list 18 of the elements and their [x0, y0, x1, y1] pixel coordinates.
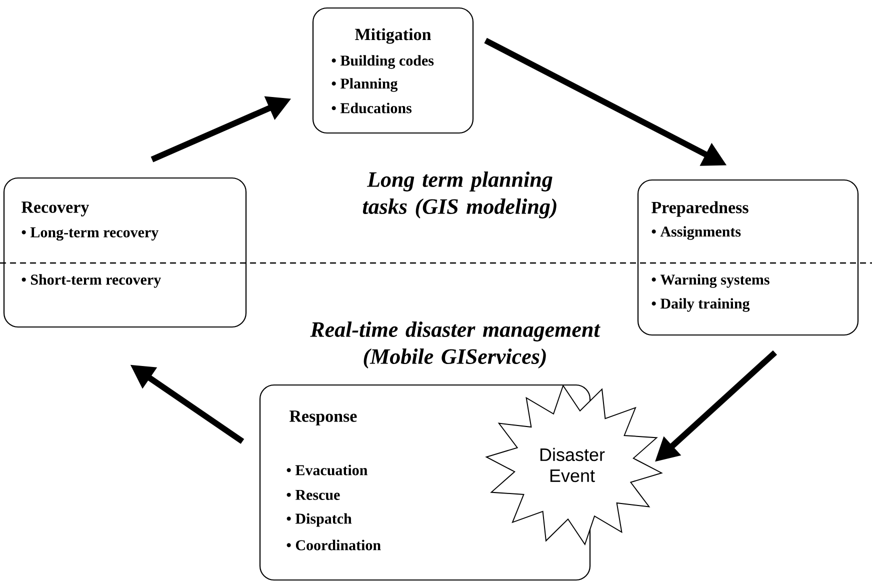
list-item: • Short-term recovery: [22, 274, 161, 288]
list-item: • Warning systems: [652, 274, 770, 288]
list-item: • Coordination: [286, 540, 381, 550]
list-item: • Educations: [332, 102, 412, 114]
box-title: Preparedness: [652, 201, 748, 217]
list-item: • Building codes: [332, 55, 434, 69]
box-title: Mitigation: [355, 28, 431, 44]
list-item: • Daily training: [652, 298, 750, 312]
section-label: Long term planning tasks (GIS modeling): [362, 172, 556, 218]
list-item: • Evacuation: [286, 464, 368, 476]
box-title: Response: [290, 410, 357, 426]
section-label: Real-time disaster management (Mobile GIServices): [310, 322, 600, 368]
list-item: • Assignments: [652, 226, 741, 240]
list-item: • Dispatch: [286, 513, 352, 527]
list-item: • Rescue: [286, 490, 340, 500]
box-title: Recovery: [22, 202, 89, 216]
list-item: • Planning: [332, 78, 398, 92]
list-item: • Long-term recovery: [22, 227, 158, 241]
